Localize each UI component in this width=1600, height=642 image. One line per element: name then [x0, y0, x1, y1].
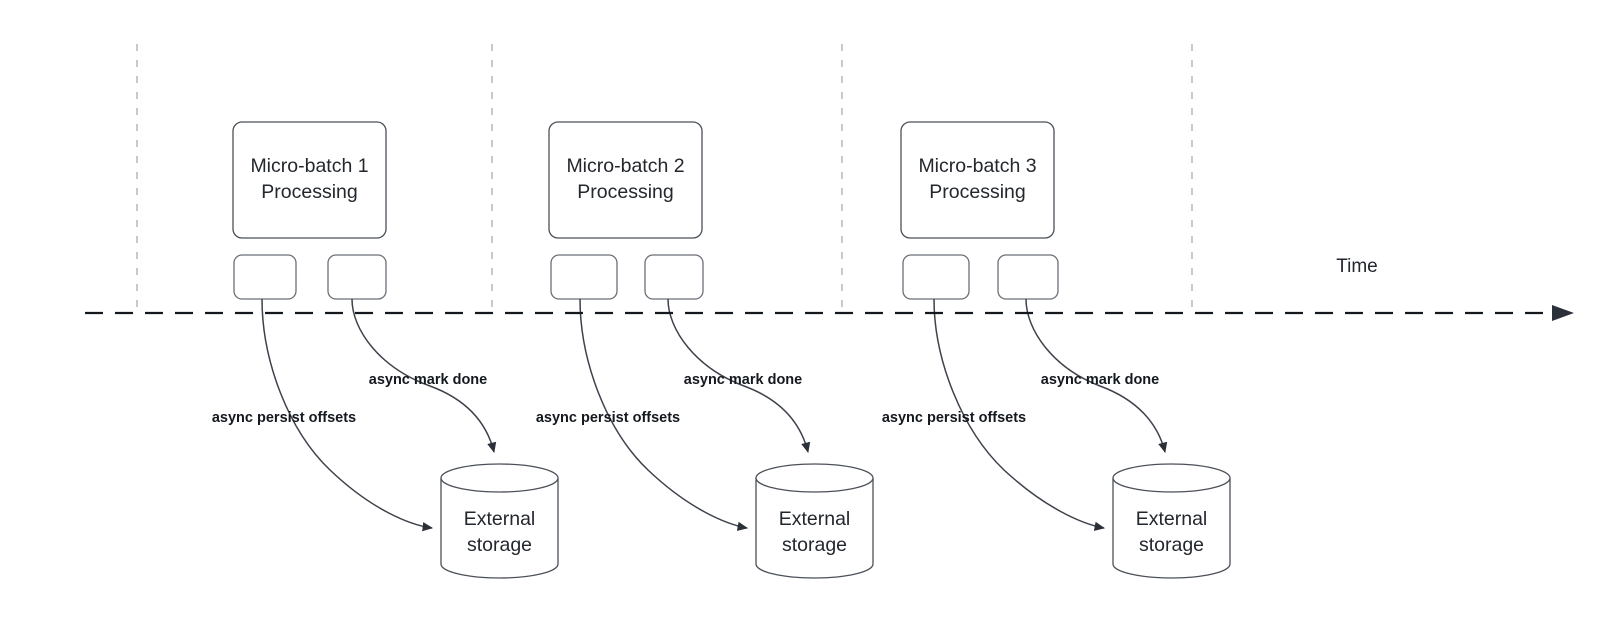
group-2-storage-label-line2: storage	[782, 534, 847, 556]
micro-batch-1-processing-label-line1: Micro-batch 1	[250, 155, 368, 177]
group-2-async-persist-offsets-edge	[579, 298, 749, 531]
micro-batch-3-processing-label-line1: Micro-batch 3	[918, 155, 1036, 177]
group-1-async-mark-done-label: async mark done	[369, 372, 487, 388]
group-1: Micro-batch 1 Processing async persist o…	[212, 121, 559, 579]
group-1-async-persist-offsets-label: async persist offsets	[212, 410, 356, 426]
timeline-arrowhead-icon	[1552, 305, 1574, 321]
group-1-async-mark-done-edge	[351, 298, 497, 454]
group-3: Micro-batch 3 Processing async persist o…	[882, 121, 1231, 579]
group-3-external-storage-cylinder[interactable]: External storage	[1112, 463, 1231, 579]
group-3-async-persist-offsets-label: async persist offsets	[882, 410, 1026, 426]
group-2-async-mark-done-label: async mark done	[684, 372, 802, 388]
group-1-external-storage-cylinder[interactable]: External storage	[440, 463, 559, 579]
batch-dividers	[136, 44, 1193, 314]
micro-batch-3-processing-label-line2: Processing	[929, 181, 1025, 203]
timeline-axis-label: Time	[1336, 256, 1378, 277]
micro-batch-2-processing-label-line1: Micro-batch 2	[566, 155, 684, 177]
timeline-axis: Time	[85, 256, 1574, 321]
micro-batch-3-processing-box[interactable]	[900, 121, 1055, 239]
group-3-storage-label-line2: storage	[1139, 534, 1204, 556]
group-2: Micro-batch 2 Processing async persist o…	[536, 121, 874, 579]
group-2-task-a-box[interactable]	[550, 254, 618, 300]
micro-batch-1-processing-label-line2: Processing	[261, 181, 357, 203]
group-1-storage-label-line1: External	[464, 508, 536, 530]
group-2-storage-label-line1: External	[779, 508, 851, 530]
group-3-storage-label-line1: External	[1136, 508, 1208, 530]
group-1-task-a-box[interactable]	[233, 254, 297, 300]
group-1-async-persist-offsets-edge	[261, 298, 434, 532]
group-3-task-b-box[interactable]	[997, 254, 1059, 300]
group-2-task-b-box[interactable]	[644, 254, 704, 300]
micro-batch-2-processing-label-line2: Processing	[577, 181, 673, 203]
group-3-async-mark-done-edge	[1025, 298, 1168, 454]
group-2-async-mark-done-edge	[667, 298, 811, 454]
group-3-async-mark-done-label: async mark done	[1041, 372, 1159, 388]
micro-batch-1-processing-box[interactable]	[232, 121, 387, 239]
group-2-external-storage-cylinder[interactable]: External storage	[755, 463, 874, 579]
group-1-storage-label-line2: storage	[467, 534, 532, 556]
group-3-task-a-box[interactable]	[902, 254, 970, 300]
group-1-task-b-box[interactable]	[327, 254, 387, 300]
group-3-async-persist-offsets-edge	[933, 298, 1106, 531]
micro-batch-2-processing-box[interactable]	[548, 121, 703, 239]
group-2-async-persist-offsets-label: async persist offsets	[536, 410, 680, 426]
